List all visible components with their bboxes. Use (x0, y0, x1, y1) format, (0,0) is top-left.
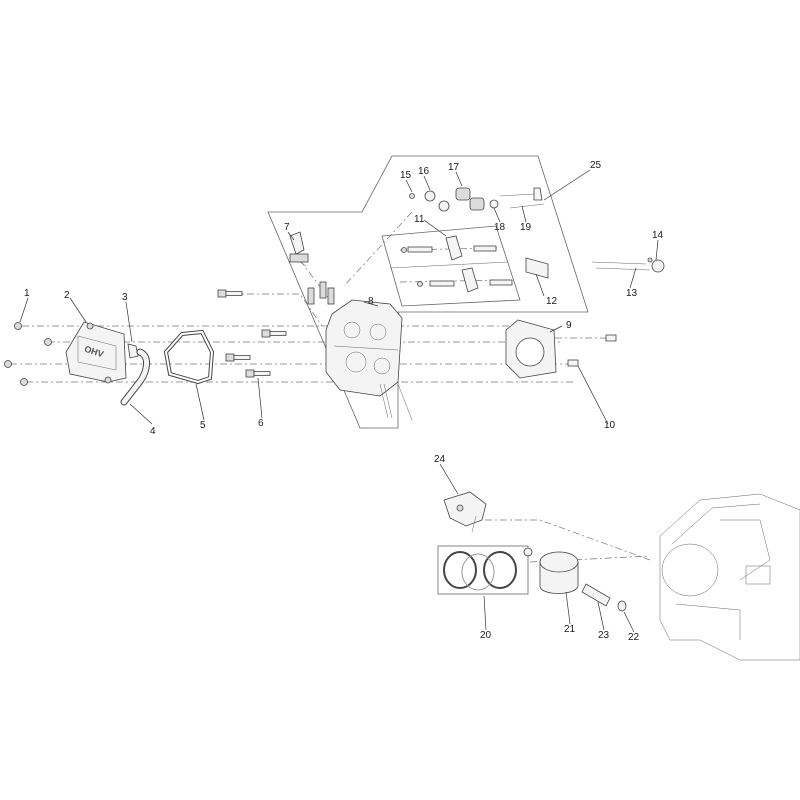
callout-22: 22 (628, 632, 640, 643)
callout-11: 11 (414, 214, 425, 225)
head-gasket-part-9 (505, 319, 557, 379)
callout-10: 10 (604, 420, 616, 431)
assembly-lines (10, 211, 651, 563)
head-bolts-part-6 (217, 289, 287, 378)
callout-24: 24 (434, 454, 446, 465)
circlip-part-22 (617, 600, 627, 612)
assembly-outline-25 (267, 155, 589, 429)
valve-cover-part-2: OHV (65, 321, 127, 384)
cylinder-head-part-8 (307, 281, 413, 421)
callout-20: 20 (480, 630, 492, 641)
callout-23: 23 (598, 630, 610, 641)
callout-1: 1 (24, 288, 30, 299)
leader-lines (19, 169, 659, 633)
callout-19: 19 (520, 222, 532, 233)
callout-13: 13 (626, 288, 638, 299)
dowel-pins-part-10 (567, 334, 617, 367)
piston-rings-part-20 (443, 551, 517, 591)
callout-8: 8 (368, 296, 374, 307)
callout-16: 16 (418, 166, 430, 177)
callout-2: 2 (64, 290, 70, 301)
callout-labels: 1 2 3 4 5 6 7 8 9 10 11 12 13 14 15 16 1… (24, 160, 664, 643)
gasket-part-5 (163, 329, 215, 385)
breather-tube-part-4 (120, 348, 150, 406)
piston-ring-box-20 (437, 545, 529, 595)
callout-4: 4 (150, 426, 156, 437)
engine-block (659, 493, 800, 661)
callout-18: 18 (494, 222, 506, 233)
callout-15: 15 (400, 170, 412, 181)
callout-17: 17 (448, 162, 460, 173)
rocker-arms-part-11 (401, 235, 513, 293)
governor-part-24 (443, 491, 487, 533)
piston-pin-part-23 (581, 583, 611, 607)
callout-25: 25 (590, 160, 602, 171)
callout-3: 3 (122, 292, 128, 303)
piston-part-21 (523, 547, 579, 594)
bolt-part-1 (4, 322, 52, 386)
callout-14: 14 (652, 230, 664, 241)
callout-7: 7 (284, 222, 290, 233)
valve-subassembly-box-11 (381, 225, 521, 307)
push-rods-part-13 (591, 257, 665, 273)
callout-6: 6 (258, 418, 264, 429)
valve-train-parts-15-19 (409, 187, 545, 212)
clip-part-3 (127, 343, 139, 359)
guide-plate-part-12 (525, 257, 549, 279)
callout-21: 21 (564, 624, 576, 635)
callout-9: 9 (566, 320, 572, 331)
spark-plug-part-7 (289, 231, 309, 267)
callout-5: 5 (200, 420, 206, 431)
callout-12: 12 (546, 296, 558, 307)
